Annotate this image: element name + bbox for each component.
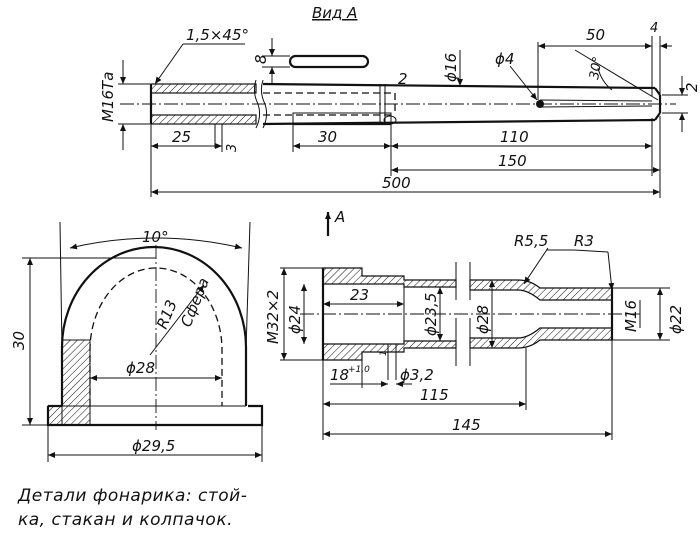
cup-dim-18-label: 18: [330, 366, 349, 384]
cup-tolerance-label: +1,0: [348, 365, 370, 375]
dim-3-label: 3: [225, 144, 240, 152]
stand-drawing: [118, 36, 688, 236]
cup-thread-label: М32×2: [264, 290, 282, 344]
cup-dim-1-label: 1: [379, 350, 389, 356]
cup-diam-3-2-label: ϕ3,2: [400, 366, 434, 384]
cup-drawing: [280, 247, 670, 440]
stand-tube-left-wall-bottom: [150, 114, 257, 125]
cup-dim-23-label: 23: [350, 286, 369, 304]
cap-angle-label: 10°: [142, 228, 169, 246]
cup-diam-24-label: ϕ24: [286, 305, 304, 334]
stand-tube-left-wall-top: [150, 83, 257, 94]
chamfer-label: 1,5×45°: [186, 26, 249, 44]
dim-110-label: 110: [500, 128, 529, 146]
dim-50-label: 50: [586, 26, 605, 44]
view-label: Вид А: [312, 4, 357, 22]
cup-wall-top: [322, 267, 457, 288]
cap-radius-label: R13: [153, 297, 181, 331]
dim-tip-label: 2: [683, 82, 700, 92]
dim-30-label: 30: [318, 128, 337, 146]
figure-caption: Детали фонарика: стой- ка, стакан и колп…: [18, 484, 318, 532]
diam-tube-label: ϕ16: [442, 53, 460, 82]
caption-line-2: ка, стакан и колпачок.: [18, 510, 233, 530]
cup-dim-115-label: 115: [420, 386, 449, 404]
slot-view: [288, 54, 370, 69]
cup-diam-23-5-label: ϕ23,5: [422, 293, 440, 336]
caption-line-1: Детали фонарика: стой-: [18, 486, 248, 506]
cup-dim-145-label: 145: [452, 416, 481, 434]
dim-150-label: 150: [498, 152, 527, 170]
cap-diam-inner-label: ϕ28: [126, 359, 155, 377]
cap-drawing: [22, 221, 264, 462]
cap-wall-hatch: [61, 339, 91, 426]
view-arrow-label: А: [334, 208, 345, 226]
dim-4-label: 4: [650, 21, 658, 36]
cap-diam-outer-label: ϕ29,5: [132, 437, 175, 455]
angle-30-label: 30°: [587, 55, 606, 80]
cup-diam-28-label: ϕ28: [474, 305, 492, 334]
cup-diam-22-label: ϕ22: [667, 305, 685, 334]
cup-radius-3-label: R3: [574, 232, 594, 250]
cup-thread-m16-label: М16: [622, 300, 640, 332]
dim-500-label: 500: [382, 174, 411, 192]
cup-radius-5-5-label: R5,5: [514, 232, 548, 250]
dim-25-label: 25: [172, 128, 191, 146]
cap-height-label: 30: [10, 331, 28, 350]
thread-m16-label: М16Та: [99, 72, 117, 122]
slot-width-label: 8: [252, 54, 270, 64]
groove-label: 2: [398, 70, 408, 88]
cap-sphere-label: Сфера: [177, 275, 213, 329]
cup-wall-bottom: [322, 340, 457, 361]
diam-hole-label: ϕ4: [495, 50, 514, 68]
